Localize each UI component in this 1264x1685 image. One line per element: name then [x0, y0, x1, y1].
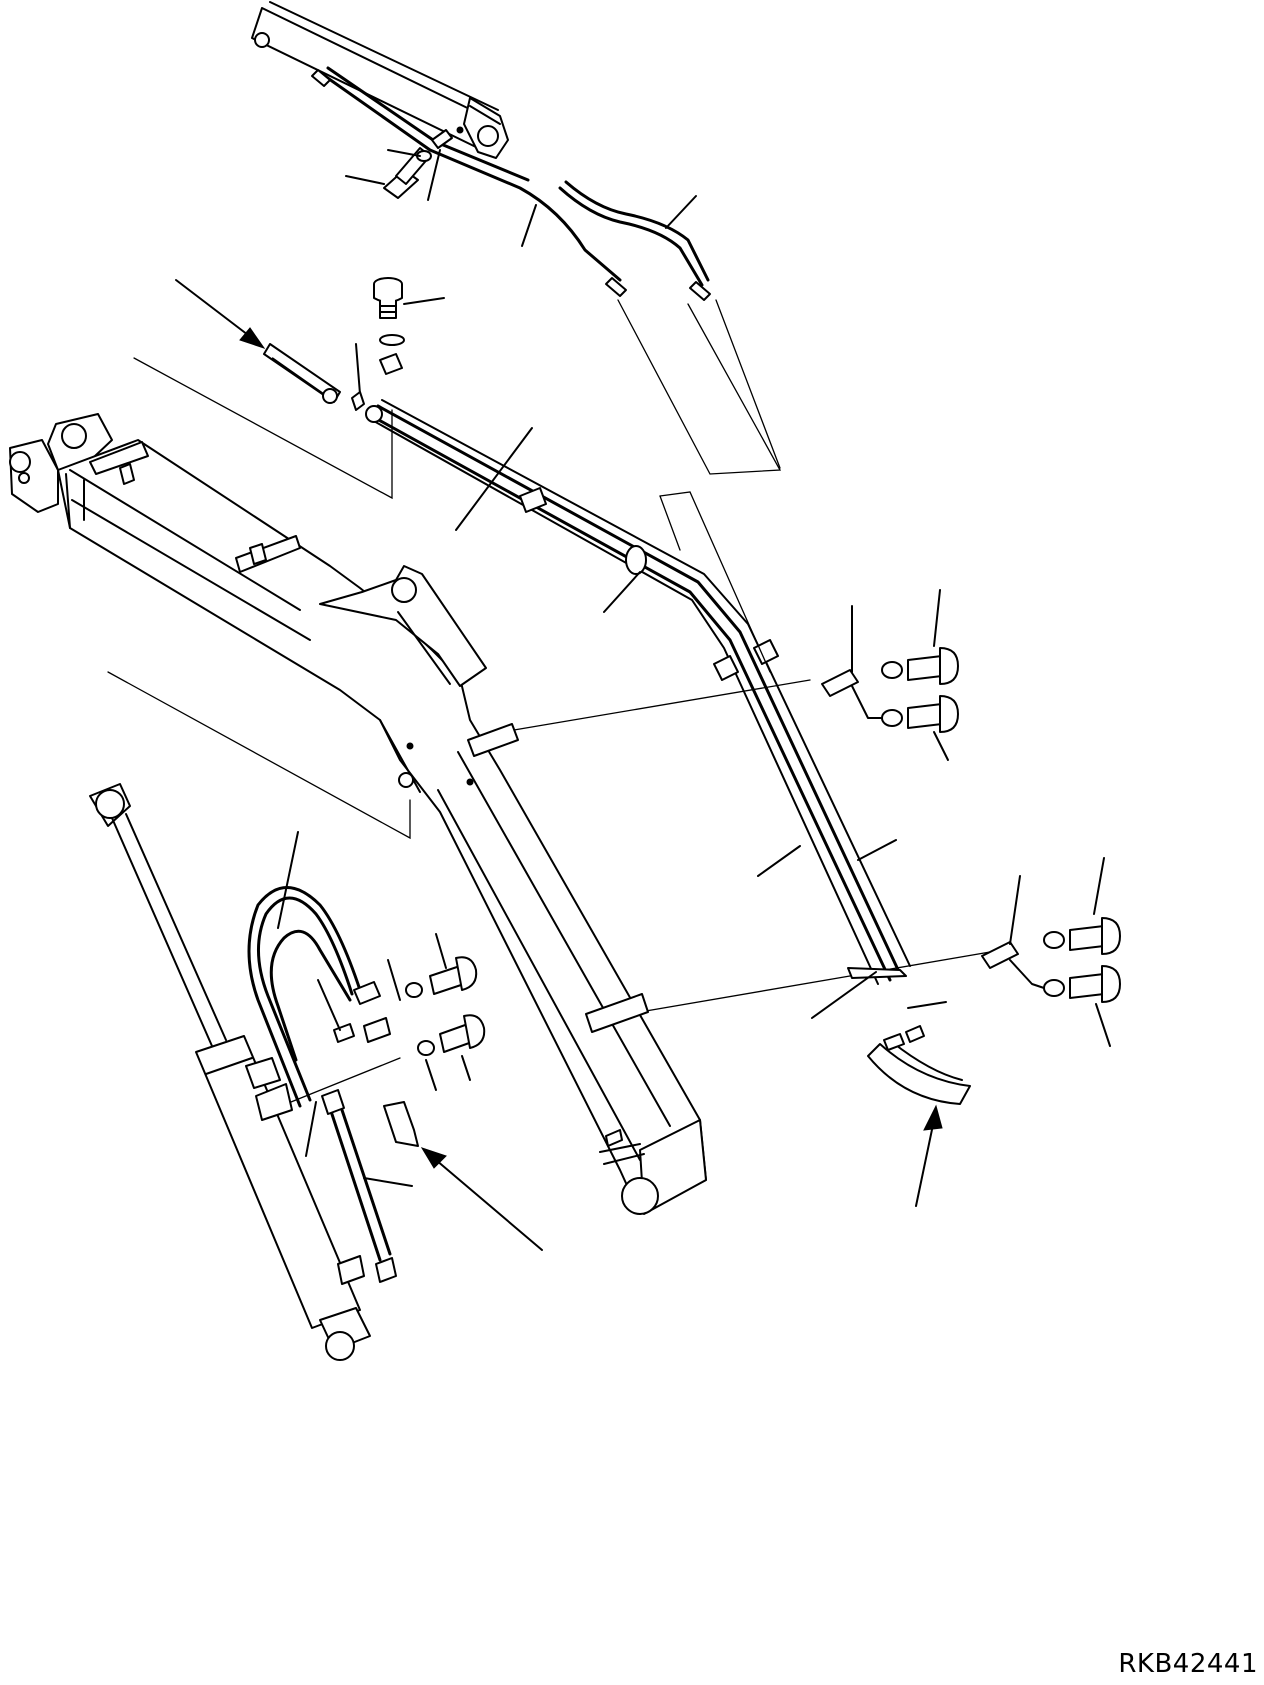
hose-end-fittings: [811, 967, 971, 1207]
boom: [9, 413, 707, 1215]
drawing-code: RKB42441: [1118, 1649, 1258, 1679]
clamp-set-upper: [821, 589, 959, 761]
boom-cylinder-hoses: [247, 831, 413, 1283]
hose-clamp-set-left: [383, 933, 543, 1251]
boom-pipes: [365, 399, 911, 985]
boom-tip-bolt: [351, 277, 445, 411]
callout-arrow-upper: [175, 279, 341, 404]
leader-lines: [107, 299, 991, 1105]
boom-cylinder: [89, 783, 371, 1361]
arm-cylinder: [251, 1, 509, 159]
arm-cylinder-hoses: [311, 66, 711, 301]
clamp-set-lower: [981, 857, 1121, 1047]
hose-clamp-bolt-top: [345, 129, 697, 247]
